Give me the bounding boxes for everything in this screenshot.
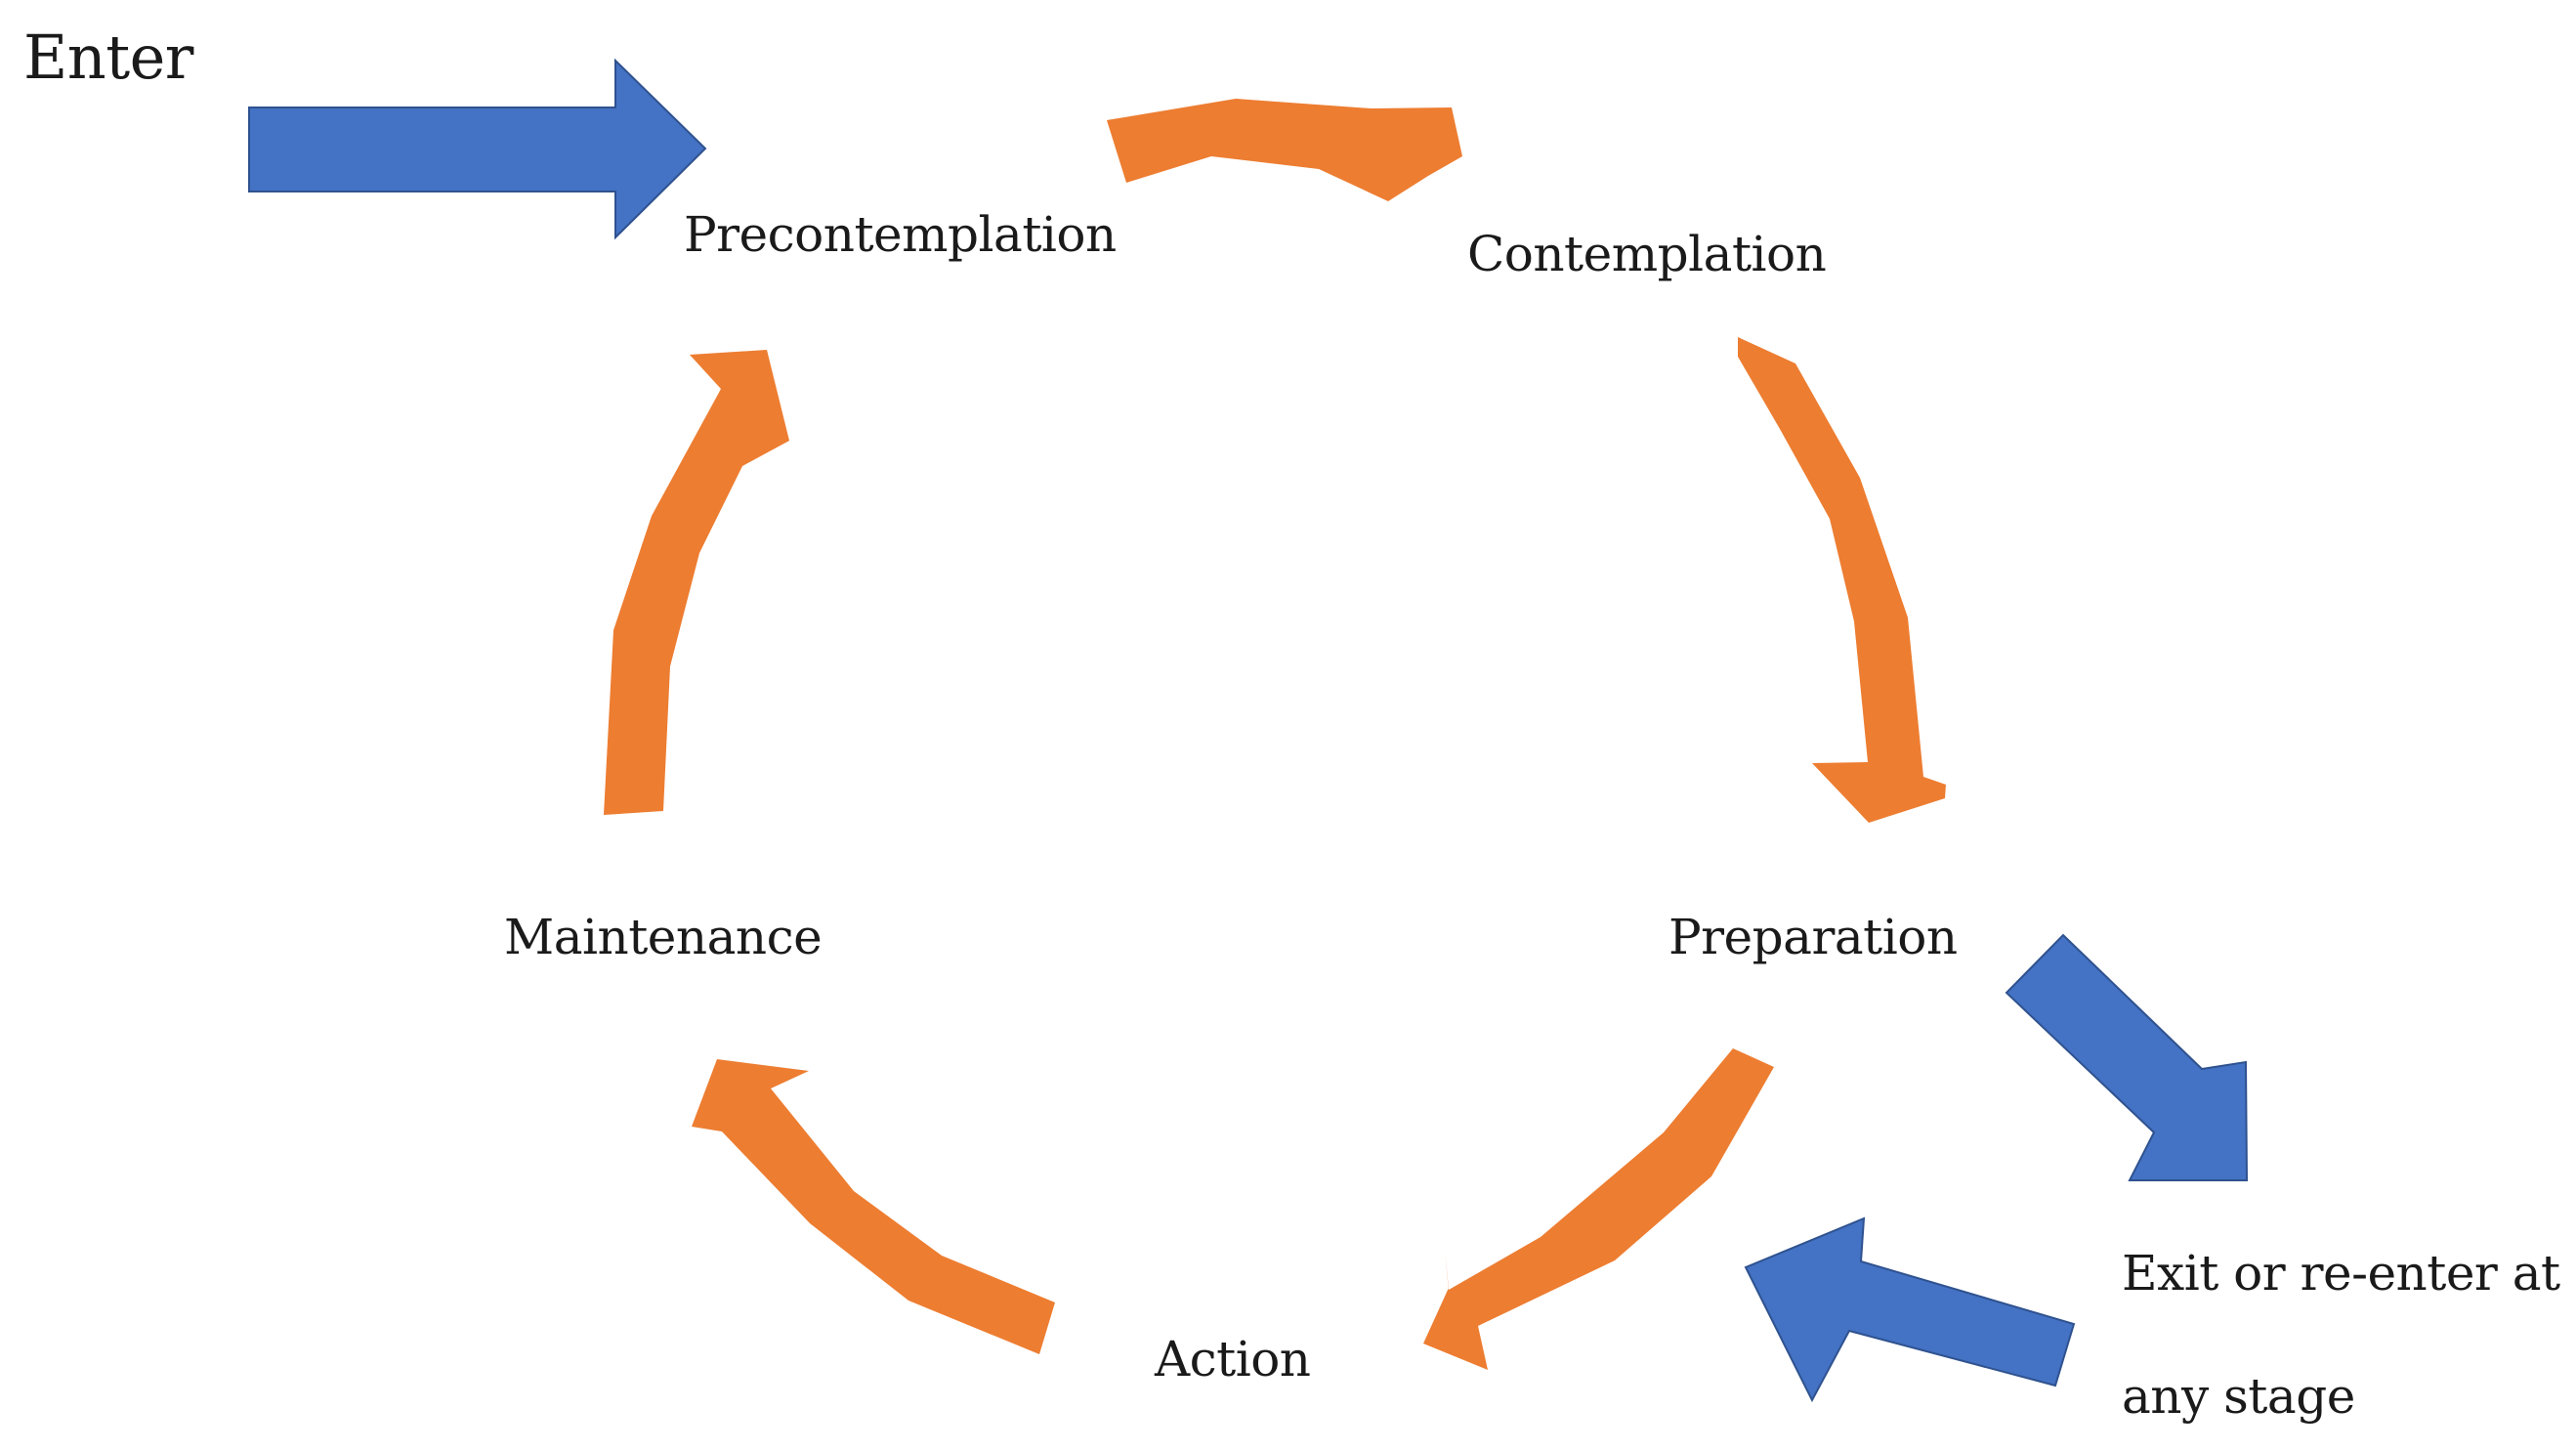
cycle-arrow-preparation-to-action	[1423, 1048, 1774, 1370]
re-enter-arrow	[1744, 1216, 2076, 1403]
stage-label-contemplation: Contemplation	[1467, 226, 1827, 282]
enter-label: Enter	[23, 21, 193, 93]
stage-label-precontemplation: Precontemplation	[684, 206, 1117, 263]
cycle-arrow-maintenance-to-precontemplation	[604, 350, 789, 815]
stage-label-maintenance: Maintenance	[504, 909, 823, 965]
exit-note-line-1: Exit or re-enter at	[2122, 1245, 2560, 1302]
cycle-arrow-action-to-maintenance	[692, 1059, 1055, 1354]
enter-arrow	[248, 58, 707, 240]
stage-label-preparation: Preparation	[1668, 909, 1958, 965]
stage-label-action: Action	[1155, 1331, 1311, 1387]
exit-arrow	[2005, 933, 2249, 1181]
cycle-arrow-contemplation-to-preparation	[1738, 337, 1946, 823]
cycle-arrow-precontemplation-to-contemplation	[1107, 99, 1462, 201]
exit-note-line-2: any stage	[2122, 1368, 2355, 1425]
